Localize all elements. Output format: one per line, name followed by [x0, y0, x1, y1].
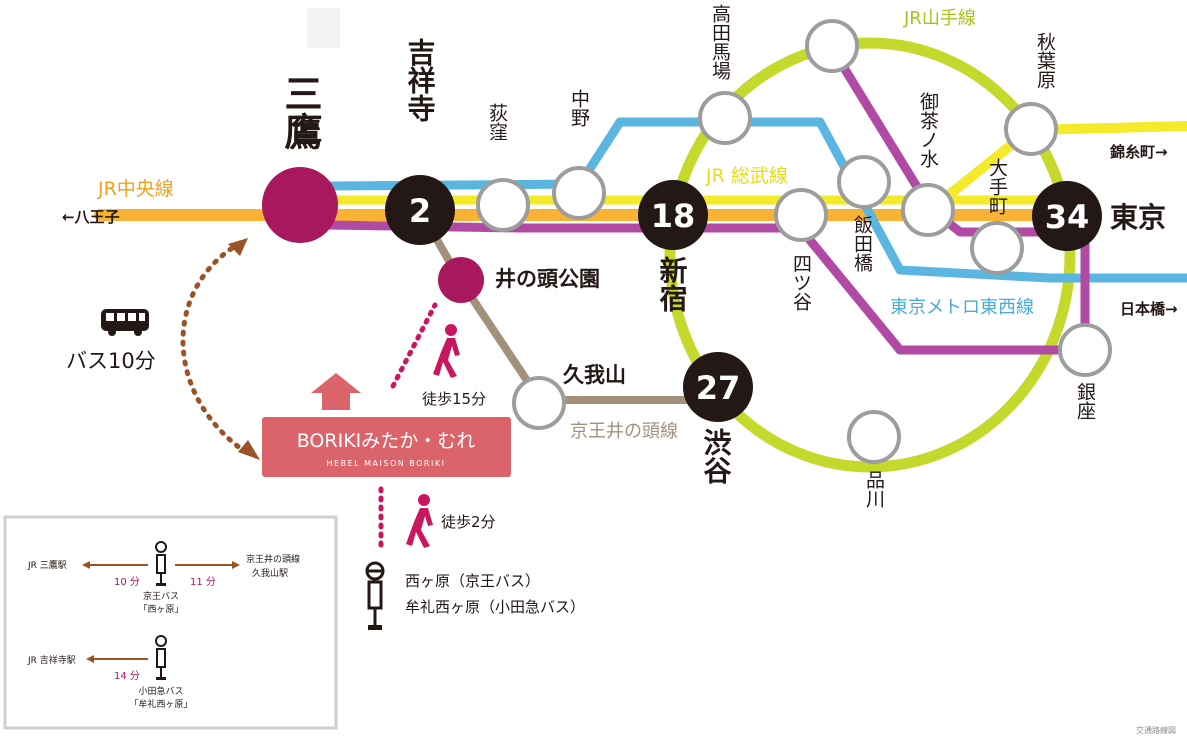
property-box	[262, 417, 511, 477]
label-shibuya: 渋谷	[700, 428, 733, 484]
station-otemachi	[970, 221, 1024, 275]
station-labels: 三鷹 吉祥寺 荻窪 中野 高田馬場 秋葉原 御茶ノ水 大手町 飯田橋 四ツ谷 新…	[278, 4, 1166, 508]
inset-arrowhead-left-2	[86, 655, 94, 663]
label-yotsuya: 四ツ谷	[790, 254, 812, 311]
station-kugayama	[512, 376, 566, 430]
purple-line-2	[825, 40, 1090, 355]
label-ogikubo: 荻窪	[486, 103, 508, 141]
badge-shibuya-label: 27	[696, 369, 741, 407]
inset-bus-stop-icon-2	[155, 635, 167, 680]
map-caption: 交通路線図	[1136, 725, 1176, 735]
badge-shinjuku-label: 18	[651, 197, 696, 235]
top-small-box	[307, 8, 340, 48]
station-inokashira-koen	[438, 257, 484, 303]
label-inokashira-koen: 井の頭公園	[495, 267, 600, 291]
station-yotsuya	[774, 188, 828, 242]
inokashira-line	[416, 206, 719, 404]
label-ginza: 銀座	[1074, 382, 1096, 420]
label-ochanomizu: 御茶ノ水	[917, 92, 939, 168]
direction-nihonbashi: 日本橋→	[1120, 300, 1178, 318]
bus-icon	[101, 309, 149, 336]
inset-box	[3, 515, 338, 730]
badge-kichijoji-label: 2	[409, 192, 431, 230]
walk-route-15	[390, 302, 438, 389]
walk-time-2: 徒歩2分	[441, 513, 496, 531]
line-label-yamanote: JR山手線	[903, 8, 976, 29]
badge-shinjuku: 18	[638, 180, 708, 250]
minor-stations	[476, 19, 1112, 464]
inset-odakyu-bus-2: 「牟礼西ヶ原」	[129, 698, 192, 710]
station-takadanobaba	[698, 91, 752, 145]
walk-time-15: 徒歩15分	[422, 390, 486, 408]
bus-route-arrow-bottom	[238, 440, 260, 460]
badge-tokyo-label: 34	[1045, 198, 1090, 236]
bus-route-dotted	[180, 240, 253, 458]
line-label-tozai: 東京メトロ東西線	[890, 297, 1034, 318]
station-yamanote-top	[805, 19, 859, 73]
inset-keio-bus-1: 京王バス	[143, 590, 179, 602]
label-shinjuku: 新宿	[656, 256, 689, 312]
line-label-sobu: JR 総武線	[705, 165, 788, 187]
walker-icon-2	[406, 494, 433, 548]
property-name: BORIKIみたか・むれ	[297, 430, 476, 452]
label-otemachi: 大手町	[986, 158, 1008, 215]
direction-kinshicho: 錦糸町→	[1109, 143, 1168, 161]
inset-min11: 11 分	[190, 576, 216, 588]
station-akihabara	[1004, 102, 1058, 156]
yamanote-line	[664, 37, 1076, 473]
label-iidabashi: 飯田橋	[851, 215, 873, 273]
inset-bus-stop-icon-1	[155, 541, 167, 586]
inset-odakyu-bus-1: 小田急バス	[138, 685, 183, 697]
label-kugayama: 久我山	[563, 363, 626, 387]
label-tokyo: 東京	[1110, 201, 1166, 234]
station-ogikubo	[476, 178, 530, 232]
station-ginza	[1058, 323, 1112, 377]
bus-stop-2: 牟礼西ヶ原（小田急バス）	[405, 598, 585, 616]
inset-kugayama-1: 京王井の頭線	[246, 553, 300, 565]
label-takadanobaba: 高田馬場	[709, 4, 731, 81]
inset-keio-bus-2: 「西ヶ原」	[138, 604, 183, 615]
bus-stop-icon	[365, 561, 385, 630]
station-shinagawa	[847, 410, 901, 464]
inset-kichijoji: JR 吉祥寺駅	[27, 654, 76, 666]
station-ochanomizu	[901, 183, 955, 237]
inset-min10: 10 分	[114, 576, 140, 588]
label-nakano: 中野	[568, 89, 590, 127]
bus-time-label: バス10分	[66, 349, 156, 373]
inset-arrowhead-left-1	[82, 561, 90, 569]
inset-arrowhead-right-1	[232, 561, 240, 569]
badge-tokyo: 34	[1032, 181, 1102, 251]
badge-shibuya: 27	[683, 352, 753, 422]
label-akihabara: 秋葉原	[1034, 32, 1056, 89]
badge-kichijoji: 2	[385, 175, 455, 245]
walker-icon-1	[433, 324, 460, 378]
bus-route-arrow-top	[228, 238, 248, 256]
station-iidabashi	[837, 155, 891, 209]
label-mitaka: 三鷹	[278, 74, 322, 150]
inset-mitaka: JR 三鷹駅	[27, 559, 67, 571]
station-nakano	[552, 166, 606, 220]
label-shinagawa: 品川	[863, 470, 885, 508]
direction-hachioji: ←八王子	[62, 208, 120, 226]
property-sub: HEBEL MAISON BORIKI	[327, 459, 446, 468]
line-label-chuo: JR中央線	[97, 178, 174, 200]
bus-stop-1: 西ヶ原（京王バス）	[405, 572, 540, 590]
station-mitaka	[262, 167, 338, 243]
label-kichijoji: 吉祥寺	[404, 38, 437, 122]
inset-kugayama-2: 久我山駅	[252, 567, 288, 579]
inset-min14: 14 分	[114, 670, 140, 682]
line-label-inokashira: 京王井の頭線	[570, 421, 678, 442]
property-up-arrow	[311, 373, 361, 410]
